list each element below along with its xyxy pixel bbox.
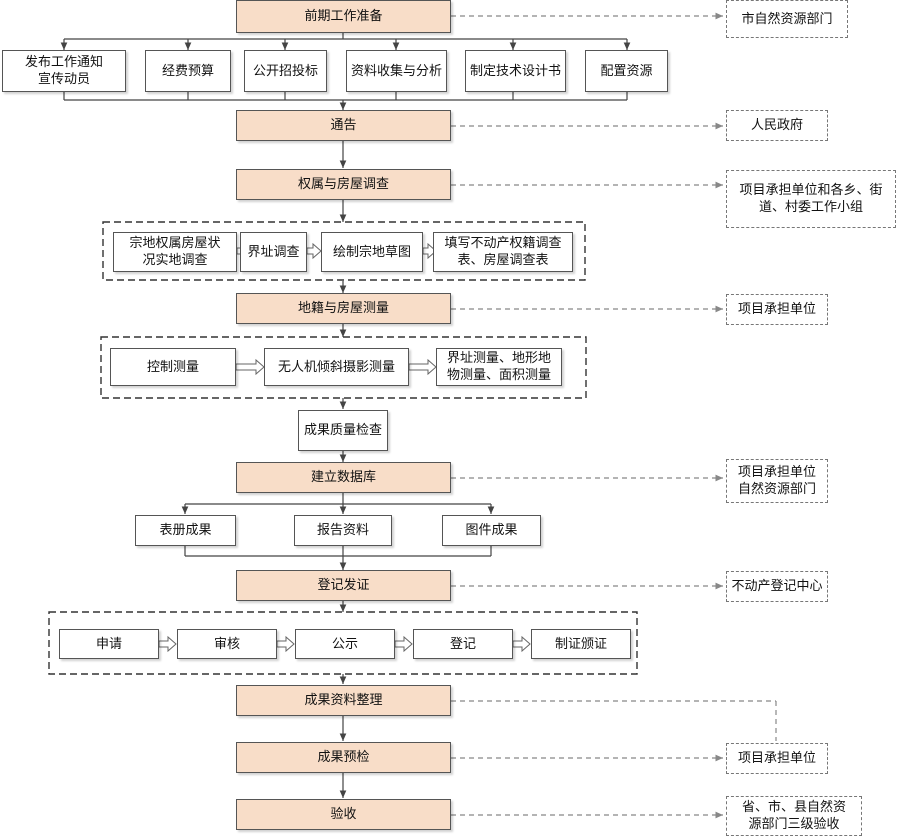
db-output-reports: 报告资料 <box>294 515 392 546</box>
measure-item-label: 界址测量、地形地 物测量、面积测量 <box>446 351 551 383</box>
prep-item-bidding: 公开招投标 <box>244 50 327 92</box>
responsible-precheck: 项目承担单位 <box>726 743 828 774</box>
responsible-label: 市自然资源部门 <box>741 11 833 27</box>
prep-item-label: 发布工作通知 宣传动员 <box>24 55 103 87</box>
survey-item-boundary: 界址调查 <box>240 232 307 272</box>
responsible-label: 省、市、县自然资 源部门三级验收 <box>741 800 846 832</box>
step-database-label: 建立数据库 <box>310 470 376 485</box>
step-notice: 通告 <box>236 110 451 141</box>
register-item-publicity: 公示 <box>295 629 395 659</box>
survey-item-sketch: 绘制宗地草图 <box>321 232 423 272</box>
measure-group <box>100 336 587 399</box>
prep-item-label: 配置资源 <box>600 63 653 79</box>
responsible-register: 不动产登记中心 <box>726 571 828 602</box>
db-output-tables: 表册成果 <box>135 515 236 546</box>
step-accept-label: 验收 <box>330 807 357 822</box>
measure-item-uav: 无人机倾斜摄影测量 <box>264 348 409 386</box>
step-register-label: 登记发证 <box>317 578 370 593</box>
prep-item-resources: 配置资源 <box>585 50 668 92</box>
prep-item-data-collection: 资料收集与分析 <box>346 50 447 92</box>
step-precheck: 成果预检 <box>236 742 451 773</box>
step-quality-label: 成果质量检查 <box>303 423 382 438</box>
step-cadastral-survey: 地籍与房屋测量 <box>236 293 451 324</box>
step-organize-label: 成果资料整理 <box>304 693 383 708</box>
db-output-label: 表册成果 <box>159 523 212 538</box>
register-item-apply: 申请 <box>59 629 159 659</box>
register-item-label: 登记 <box>449 636 476 652</box>
responsible-cadastral: 项目承担单位 <box>726 294 828 325</box>
step-prep: 前期工作准备 <box>236 0 451 33</box>
register-item-label: 公示 <box>331 636 358 652</box>
db-output-label: 图件成果 <box>465 523 518 538</box>
measure-item-control: 控制测量 <box>110 348 236 386</box>
db-output-maps: 图件成果 <box>442 515 541 546</box>
responsible-label: 不动产登记中心 <box>731 579 823 594</box>
responsible-label: 项目承担单位 自然资源部门 <box>737 465 816 497</box>
prep-item-label: 经费预算 <box>161 63 214 79</box>
step-prep-label: 前期工作准备 <box>304 9 383 24</box>
register-item-label: 申请 <box>95 636 122 652</box>
prep-item-label: 公开招投标 <box>252 63 318 79</box>
survey-item-label: 宗地权属房屋状 况实地调查 <box>129 236 221 268</box>
register-item-label: 审核 <box>213 636 240 652</box>
responsible-label: 项目承担单位 <box>737 302 816 317</box>
responsible-prep: 市自然资源部门 <box>726 0 848 38</box>
step-notice-label: 通告 <box>330 118 357 133</box>
step-quality-check: 成果质量检查 <box>298 410 388 451</box>
responsible-notice: 人民政府 <box>726 110 828 141</box>
survey-item-label: 界址调查 <box>247 244 300 260</box>
survey-item-field: 宗地权属房屋状 况实地调查 <box>113 232 237 272</box>
survey-item-label: 绘制宗地草图 <box>332 244 411 260</box>
step-ownership-label: 权属与房屋调查 <box>297 177 389 192</box>
responsible-label: 人民政府 <box>750 118 803 133</box>
responsible-label: 项目承担单位 <box>737 751 816 766</box>
survey-item-label: 填写不动产权籍调查 表、房屋调查表 <box>444 236 562 268</box>
survey-group <box>102 221 586 281</box>
prep-item-notice: 发布工作通知 宣传动员 <box>2 50 126 92</box>
register-item-certificate: 制证颁证 <box>531 629 631 659</box>
responsible-label: 项目承担单位和各乡、街 道、村委工作小组 <box>739 183 883 215</box>
register-item-record: 登记 <box>413 629 513 659</box>
prep-item-label: 资料收集与分析 <box>350 63 442 79</box>
step-ownership-survey: 权属与房屋调查 <box>236 169 451 200</box>
step-register: 登记发证 <box>236 570 451 601</box>
step-precheck-label: 成果预检 <box>317 750 370 765</box>
measure-item-label: 控制测量 <box>146 359 199 375</box>
measure-item-area: 界址测量、地形地 物测量、面积测量 <box>436 348 562 386</box>
prep-item-label: 制定技术设计书 <box>469 63 561 79</box>
register-item-label: 制证颁证 <box>554 636 607 652</box>
step-database: 建立数据库 <box>236 462 451 493</box>
prep-item-budget: 经费预算 <box>145 50 231 92</box>
prep-item-tech-design: 制定技术设计书 <box>465 50 566 92</box>
register-item-review: 审核 <box>177 629 277 659</box>
measure-item-label: 无人机倾斜摄影测量 <box>277 359 395 375</box>
register-group <box>48 611 638 675</box>
survey-item-forms: 填写不动产权籍调查 表、房屋调查表 <box>433 232 573 272</box>
responsible-database: 项目承担单位 自然资源部门 <box>726 459 828 503</box>
step-organize: 成果资料整理 <box>236 685 451 716</box>
db-output-label: 报告资料 <box>316 523 369 538</box>
step-cadastral-label: 地籍与房屋测量 <box>297 301 389 316</box>
responsible-ownership: 项目承担单位和各乡、街 道、村委工作小组 <box>726 170 896 228</box>
step-accept: 验收 <box>236 799 451 830</box>
responsible-accept: 省、市、县自然资 源部门三级验收 <box>726 796 862 836</box>
